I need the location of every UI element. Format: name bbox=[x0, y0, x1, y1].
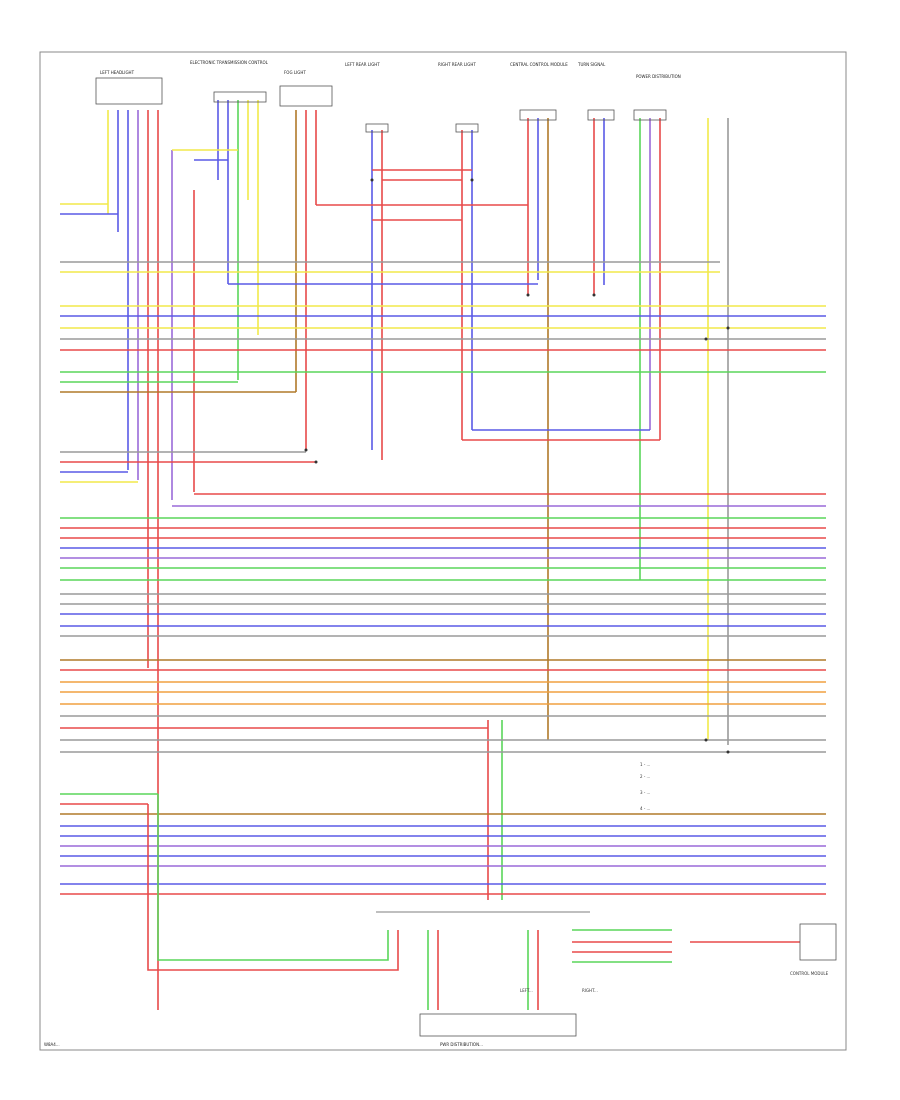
bottom-title: PWR DISTRIBUTION... bbox=[440, 1042, 483, 1047]
svg-text:RIGHT REAR LIGHT: RIGHT REAR LIGHT bbox=[438, 62, 476, 67]
notes-block: 1 - ... 2 - ... 3 - ... 4 - ... bbox=[640, 762, 650, 811]
svg-text:LEFT HEADLIGHT: LEFT HEADLIGHT bbox=[100, 70, 135, 75]
junction-dots bbox=[304, 178, 730, 754]
bottom-wires bbox=[147, 794, 800, 1010]
component-headlight: LEFT HEADLIGHT bbox=[95, 70, 163, 105]
svg-text:4 - ...: 4 - ... bbox=[640, 806, 650, 811]
component-rear-left: LEFT REAR LIGHT bbox=[345, 62, 380, 67]
svg-text:1 - ...: 1 - ... bbox=[640, 762, 650, 767]
diagram-frame bbox=[39, 51, 847, 1051]
component-fog: FOG LIGHT bbox=[279, 70, 333, 107]
horizontal-wires bbox=[60, 149, 826, 895]
svg-text:LEFT...: LEFT... bbox=[520, 988, 533, 993]
component-etc: ELECTRONIC TRANSMISSION CONTROL bbox=[190, 60, 269, 65]
svg-text:FOG LIGHT: FOG LIGHT bbox=[284, 70, 306, 75]
svg-text:3 - ...: 3 - ... bbox=[640, 790, 650, 795]
svg-text:POWER DISTRIBUTION: POWER DISTRIBUTION bbox=[636, 74, 681, 79]
component-central: CENTRAL CONTROL MODULE bbox=[510, 62, 568, 67]
svg-text:TURN SIGNAL: TURN SIGNAL bbox=[577, 62, 606, 67]
svg-text:ELECTRONIC TRANSMISSION CONTRO: ELECTRONIC TRANSMISSION CONTROL bbox=[190, 60, 269, 65]
svg-text:CONTROL MODULE: CONTROL MODULE bbox=[790, 971, 829, 976]
svg-text:CENTRAL CONTROL MODULE: CENTRAL CONTROL MODULE bbox=[510, 62, 568, 67]
component-rear-right: RIGHT REAR LIGHT bbox=[438, 62, 476, 67]
svg-text:RIGHT...: RIGHT... bbox=[582, 988, 598, 993]
component-turn-rear: TURN SIGNAL bbox=[577, 62, 606, 67]
page-code: W8A4... bbox=[44, 1042, 60, 1047]
connector-boxes bbox=[213, 91, 837, 1037]
svg-text:2 - ...: 2 - ... bbox=[640, 774, 650, 779]
bottom-component-labels: LEFT... RIGHT... CONTROL MODULE bbox=[520, 971, 829, 993]
vertical-wires bbox=[107, 100, 729, 1010]
component-power-dist: POWER DISTRIBUTION bbox=[636, 74, 681, 79]
svg-text:LEFT REAR LIGHT: LEFT REAR LIGHT bbox=[345, 62, 380, 67]
